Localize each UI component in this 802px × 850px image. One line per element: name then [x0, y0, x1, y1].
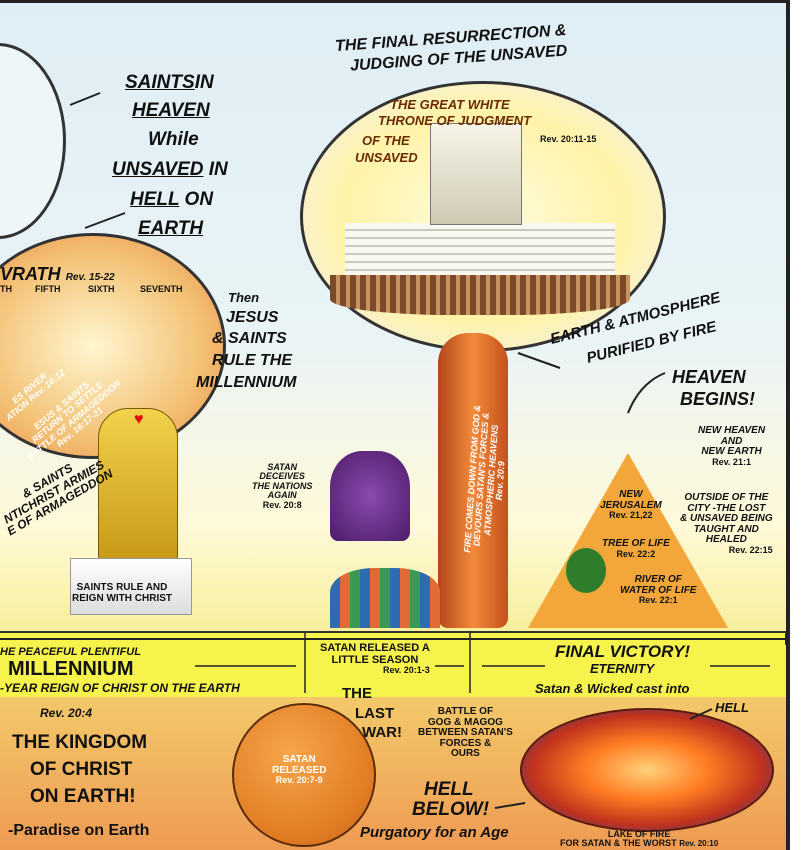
hell-on-label: HELL ON: [130, 189, 214, 210]
of-the-label: OF THE: [362, 133, 410, 148]
then-label: Then: [228, 290, 260, 305]
jesus-label: JESUS: [226, 309, 279, 326]
bowl-label-4: TH: [0, 284, 12, 294]
heaven-label: HEAVEN: [132, 100, 210, 121]
kingdom-label-2: OF CHRIST: [30, 759, 133, 780]
bowl-label-5: FIFTH: [35, 284, 61, 294]
christ-throne: [98, 408, 178, 560]
kingdom-label-1: THE KINGDOM: [12, 732, 148, 753]
earth-label: EARTH: [138, 218, 204, 239]
purgatory-label: Purgatory for an Age: [360, 824, 509, 841]
reign-label: -YEAR REIGN OF CHRIST ON THE EARTH: [0, 681, 240, 695]
paradise-label: -Paradise on Earth: [8, 822, 150, 839]
heart-icon: ♥: [134, 411, 144, 428]
final-victory-label: FINAL VICTORY!: [555, 642, 691, 661]
hell-label: HELL: [715, 700, 749, 715]
unsaved-judged-label: UNSAVED: [355, 150, 418, 165]
satan-figure: [330, 451, 410, 541]
last-war-3: WAR!: [362, 724, 402, 741]
last-war-2: LAST: [355, 705, 395, 722]
saints-label: SAINTS IN: [125, 72, 214, 93]
kingdom-label-3: ON EARTH!: [30, 786, 136, 807]
rev-20-4-label: Rev. 20:4: [40, 706, 93, 720]
bowl-label-7: SEVENTH: [140, 284, 183, 294]
bowl-label-6: SIXTH: [88, 284, 115, 294]
timeline-arrow-icon: [785, 633, 786, 645]
timeline-band: [0, 631, 786, 699]
hell-below-1: HELL: [424, 779, 474, 800]
peaceful-label: HE PEACEFUL PLENTIFUL: [0, 646, 141, 658]
new-jerusalem-pyramid: [528, 453, 728, 628]
band-millennium-label: MILLENNIUM: [8, 658, 134, 680]
wrath-label: VRATH Rev. 15-22: [0, 264, 115, 284]
throne-label-1: THE GREAT WHITE: [390, 97, 510, 112]
white-throne: [430, 123, 522, 225]
heaven-begins-2: BEGINS!: [680, 389, 756, 409]
hell-below-2: BELOW!: [412, 799, 490, 820]
eternity-label: ETERNITY: [590, 661, 655, 676]
millennium-label: MILLENNIUM: [196, 374, 297, 391]
unsaved-label: UNSAVED IN: [112, 159, 228, 180]
arrows-layer: [0, 92, 786, 809]
cast-label: Satan & Wicked cast into: [535, 681, 690, 696]
judgment-ref: Rev. 20:11-15: [540, 134, 597, 144]
satan-released-globe: [232, 703, 376, 847]
tree-of-life: [566, 548, 606, 593]
and-saints-label: & SAINTS: [212, 330, 287, 347]
fire-column: [438, 333, 508, 628]
while-label: While: [148, 129, 199, 150]
people-group: [330, 568, 440, 628]
throne-stairs: [345, 223, 615, 283]
lake-of-fire: [520, 708, 774, 832]
rule-the-label: RULE THE: [212, 352, 292, 369]
crowd: [330, 275, 630, 315]
throne-pedestal: [70, 558, 192, 615]
heaven-begins-1: HEAVEN: [672, 367, 746, 387]
last-war-1: THE: [342, 685, 372, 702]
throne-label-2: THRONE OF JUDGMENT: [378, 113, 532, 128]
